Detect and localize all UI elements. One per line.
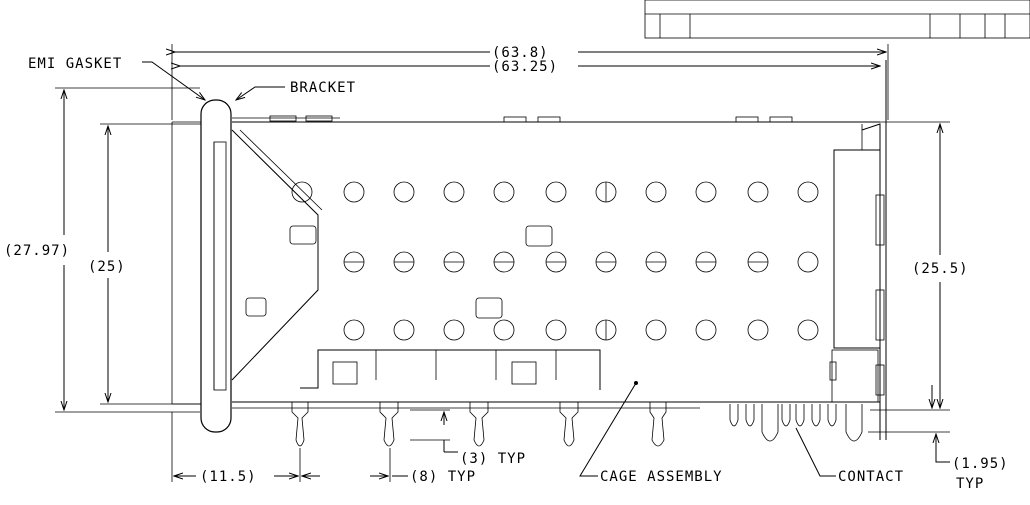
label-emi-gasket: EMI GASKET (28, 56, 122, 72)
label-front-offset: (11.5) (200, 469, 257, 485)
dim-contact-depth: (1.95) TYP (868, 431, 1009, 492)
emi-gasket-shape (200, 99, 232, 433)
bracket-shape (231, 129, 319, 381)
cage-assembly-body (171, 60, 887, 440)
dim-cage-length: (63.25) (180, 59, 880, 75)
label-cage-length: (63.25) (492, 59, 558, 75)
label-right-height: (25.5) (912, 261, 969, 277)
label-contact-depth: (1.95) (952, 456, 1009, 472)
press-fit-pins (291, 402, 667, 447)
label-overall-length: (63.8) (492, 45, 549, 61)
dim-overall-length: (63.8) (172, 44, 889, 120)
dim-overall-height: (27.97) (4, 87, 200, 413)
title-block (644, 0, 1030, 39)
leader-contact (795, 427, 836, 477)
label-cage-assembly: CAGE ASSEMBLY (600, 469, 723, 485)
label-bracket: BRACKET (290, 80, 356, 96)
label-overall-height: (27.97) (4, 243, 70, 259)
dim-cage-height: (25) (88, 123, 210, 405)
label-contact: CONTACT (838, 469, 904, 485)
contacts (729, 404, 863, 442)
leader-emi-gasket (142, 61, 205, 100)
leader-bracket (236, 86, 285, 100)
label-cage-height: (25) (88, 259, 126, 275)
dim-right-height: (25.5) (870, 121, 969, 411)
label-pin-depth: (3) TYP (460, 451, 526, 467)
label-pin-pitch: (8) TYP (410, 469, 476, 485)
leader-cage-assembly (579, 382, 637, 477)
dim-front-offset: (11.5) (171, 412, 301, 485)
vent-holes (291, 181, 819, 341)
dim-pin-pitch: (8) TYP (302, 448, 476, 485)
dim-pin-depth: (3) TYP (410, 409, 526, 467)
label-contact-depth-typ: TYP (956, 476, 984, 492)
